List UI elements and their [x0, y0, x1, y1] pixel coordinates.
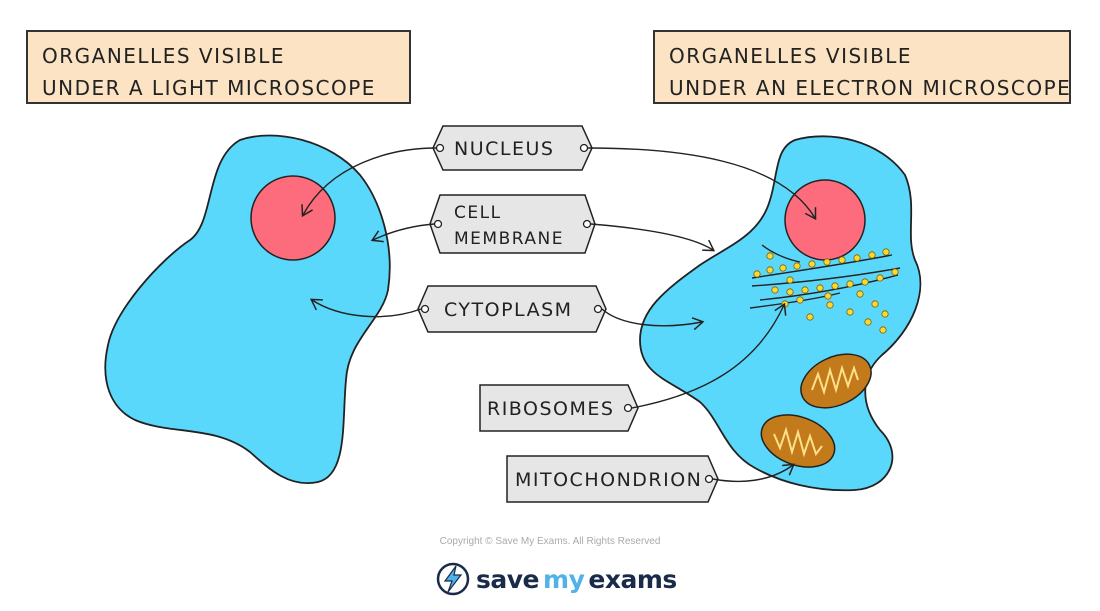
mitochondrion-tag: MITOCHONDRION [506, 455, 719, 503]
electron-cell-nucleus [784, 179, 866, 261]
cell-membrane-tag: CELL MEMBRANE [429, 194, 596, 254]
cytoplasm-arrow-right [601, 308, 705, 331]
ribosomes-label: RIBOSOMES [487, 398, 614, 420]
nucleus-arrow-right [587, 147, 817, 221]
light-microscope-header: ORGANELLES VISIBLE UNDER A LIGHT MICROSC… [26, 30, 411, 104]
ribosomes-tag: RIBOSOMES [479, 384, 639, 432]
electron-header-line2: UNDER AN ELECTRON MICROSCOPE [669, 76, 1072, 100]
brand-exams: exams [588, 564, 677, 594]
ribosome-dots [753, 248, 899, 334]
membrane-arrow-left [370, 223, 435, 243]
nucleus-tag: NUCLEUS [432, 125, 593, 171]
electron-header-line1: ORGANELLES VISIBLE [669, 44, 913, 68]
lightning-bolt-icon [436, 562, 470, 596]
mitochondrion-1 [800, 353, 872, 409]
label-arrows [301, 147, 817, 483]
brand-save: save [476, 564, 540, 594]
light-header-line2: UNDER A LIGHT MICROSCOPE [42, 76, 376, 100]
light-header-line1: ORGANELLES VISIBLE [42, 44, 286, 68]
mitochondrion-arrow [712, 463, 795, 483]
nucleus-arrow-left [301, 147, 437, 218]
cytoplasm-tag: CYTOPLASM [417, 285, 607, 333]
cytoplasm-arrow-left [309, 298, 422, 318]
light-cell-cytoplasm [104, 134, 391, 485]
light-cell-nucleus [250, 175, 336, 261]
copyright-notice: Copyright © Save My Exams. All Rights Re… [439, 536, 661, 547]
nucleus-label: NUCLEUS [454, 138, 554, 160]
cytoplasm-label: CYTOPLASM [444, 299, 573, 321]
brand-my: my [543, 564, 585, 594]
electron-microscope-header: ORGANELLES VISIBLE UNDER AN ELECTRON MIC… [653, 30, 1071, 104]
membrane-arrow-right [590, 223, 716, 252]
cell-membrane-label-line1: CELL [454, 203, 502, 223]
cell-membrane-label-line2: MEMBRANE [454, 229, 564, 249]
mitochondrion-label: MITOCHONDRION [515, 469, 702, 491]
ribosomes-arrow [631, 302, 787, 409]
